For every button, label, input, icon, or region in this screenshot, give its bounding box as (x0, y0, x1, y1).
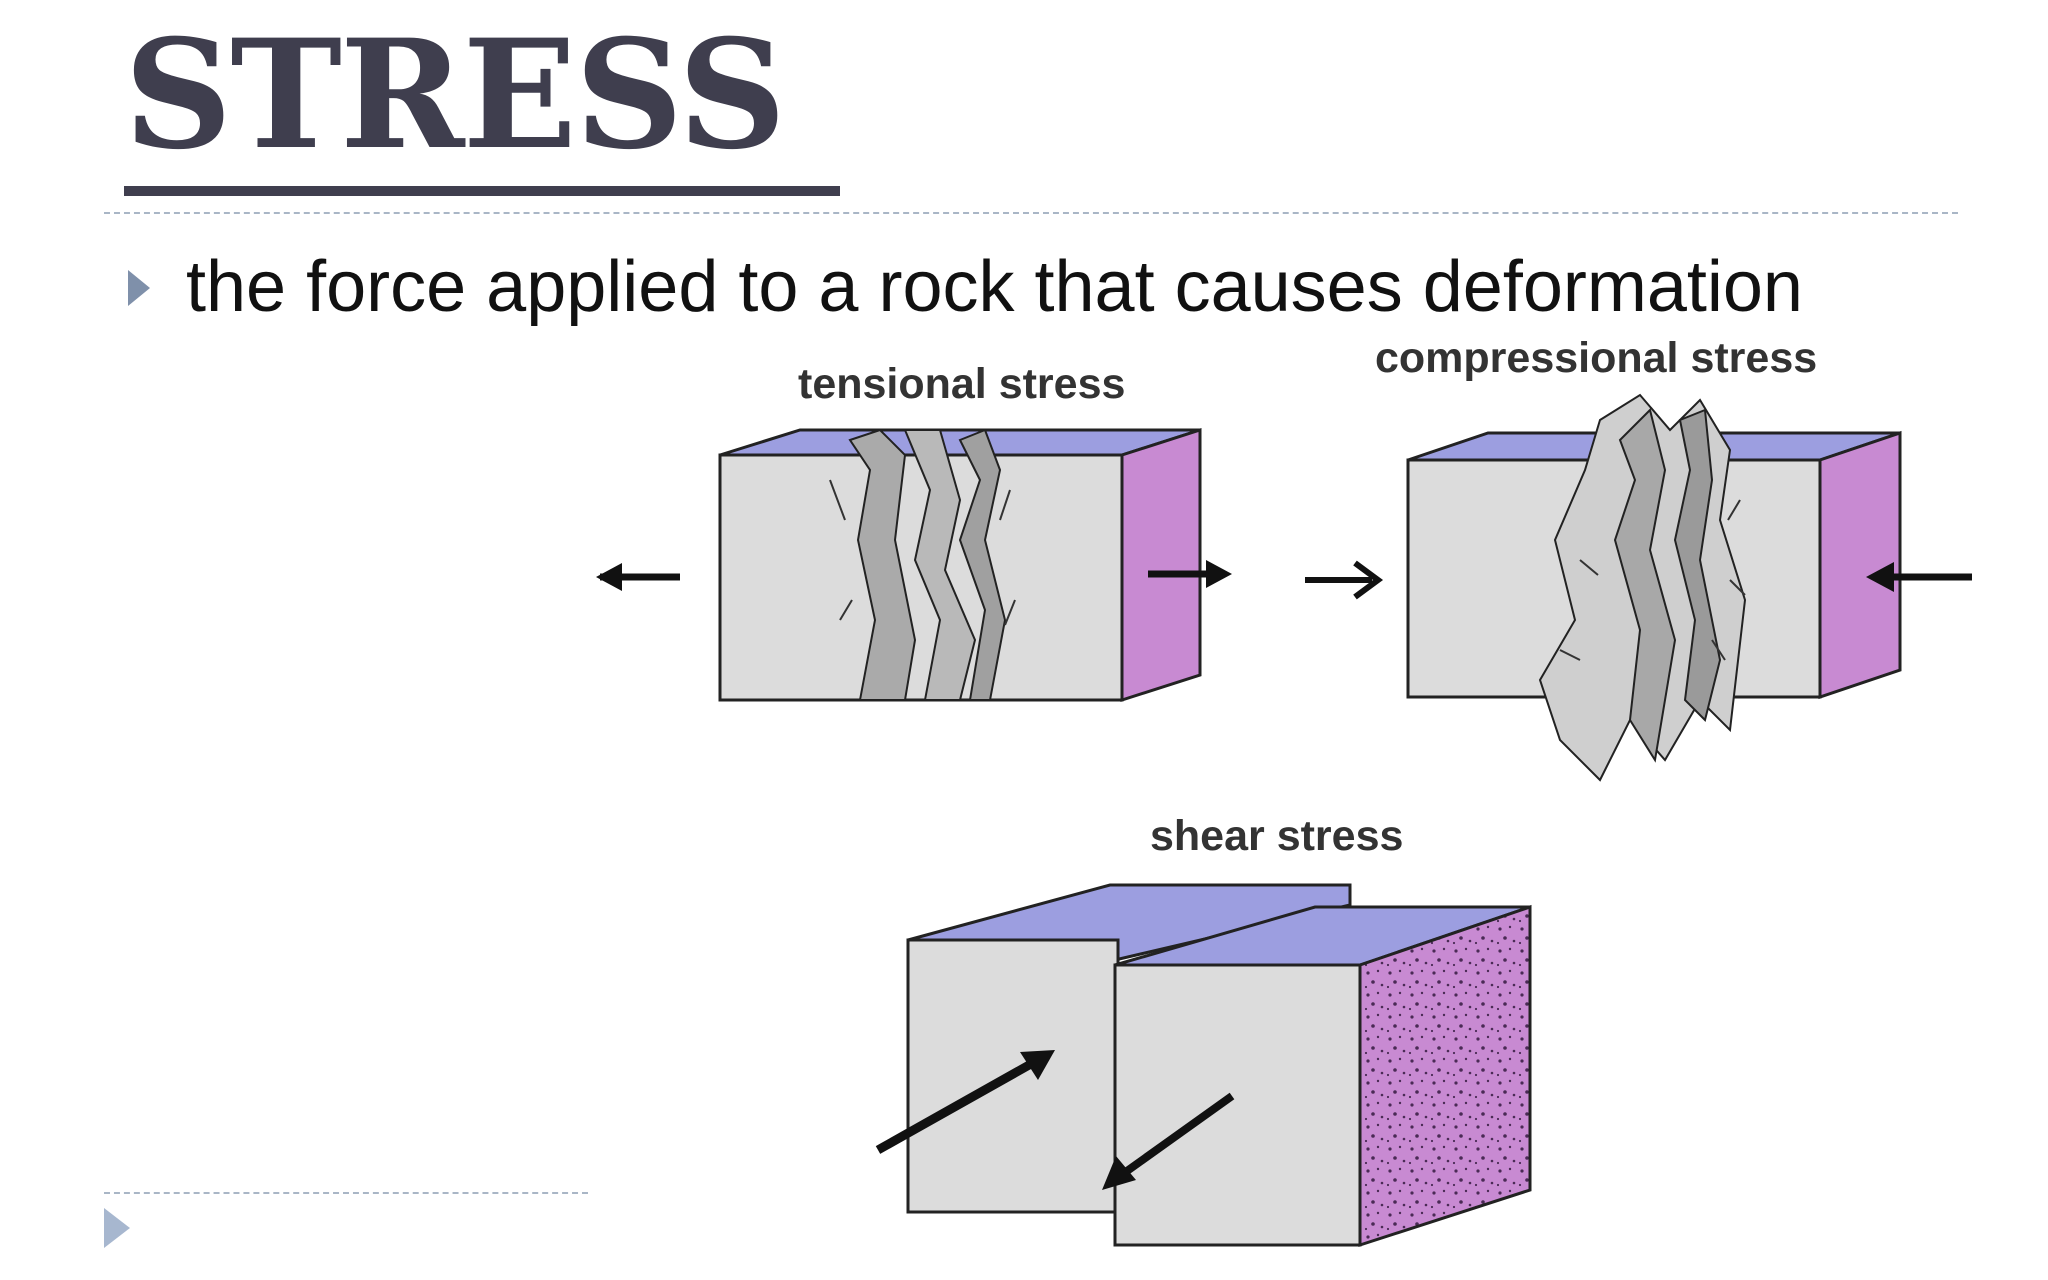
compressional-label: compressional stress (1375, 334, 1817, 382)
top-divider (104, 212, 1958, 214)
tensional-right-arrow (1148, 560, 1232, 588)
stress-diagram: tensional stress compressional stress sh… (596, 334, 1972, 1248)
compressional-left-arrow (1305, 560, 1384, 600)
slide-title: STRESS (124, 7, 786, 183)
definition-text: the force applied to a rock that causes … (186, 247, 1803, 327)
shear-up-arrow (875, 1050, 1055, 1154)
shear-down-arrow (1102, 1092, 1235, 1190)
compressional-right-arrow (1866, 562, 1972, 592)
next-slide-icon[interactable] (104, 1208, 130, 1248)
bottom-divider (104, 1192, 588, 1194)
shear-label: shear stress (1150, 812, 1403, 860)
tensional-block (718, 427, 1202, 703)
compressional-block (1406, 393, 1902, 782)
tensional-left-arrow (596, 563, 680, 591)
shear-block (906, 883, 1532, 1248)
bullet-icon (128, 270, 150, 306)
title-underline (124, 186, 840, 196)
tensional-label: tensional stress (798, 360, 1125, 408)
